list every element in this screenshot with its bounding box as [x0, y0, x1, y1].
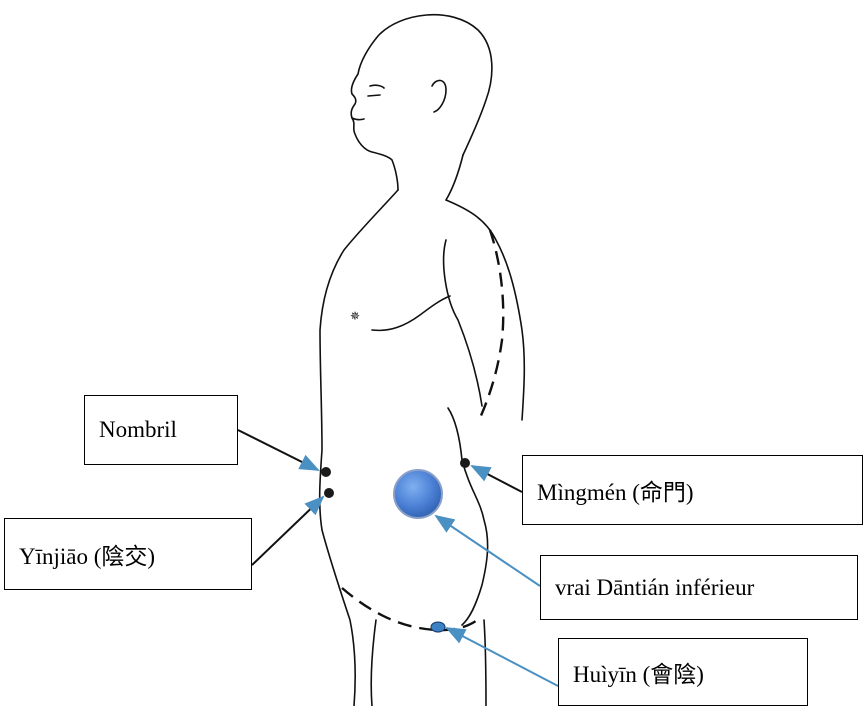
mingmen-label: Mìngmén (命門) [522, 455, 863, 525]
dantian-text: vrai Dāntián inférieur [555, 575, 754, 601]
spine-dashed-line [480, 230, 503, 418]
nombril-point[interactable] [321, 467, 331, 477]
huiyin-text: Huìyīn (會陰) [573, 655, 704, 689]
mingmen-leader [472, 466, 522, 492]
yinjiao-label: Yīnjiāo (陰交) [4, 518, 252, 590]
body-outline [320, 15, 525, 706]
leader-lines [238, 430, 558, 686]
dantian-label: vrai Dāntián inférieur [540, 555, 858, 620]
mingmen-text: Mìngmén (命門) [537, 473, 694, 507]
nombril-label: Nombril [84, 395, 238, 465]
perineum-dashed-line [342, 588, 480, 630]
leg-back [484, 620, 486, 706]
dantian-leader [436, 516, 540, 586]
mouth-outline [352, 118, 364, 120]
eye-outline [368, 85, 384, 96]
mingmen-point[interactable] [460, 458, 470, 468]
nipple-mark: ✵ [350, 309, 360, 323]
yinjiao-point[interactable] [324, 488, 334, 498]
arm-front [446, 200, 524, 420]
chest-line [372, 296, 450, 330]
huiyin-leader [447, 628, 558, 686]
dantian-sphere[interactable] [394, 470, 442, 518]
huiyin-point[interactable] [431, 622, 445, 632]
arm-inner [444, 240, 482, 406]
yinjiao-leader [252, 497, 323, 565]
huiyin-label: Huìyīn (會陰) [558, 638, 808, 706]
nombril-text: Nombril [99, 417, 177, 443]
back-outline [448, 408, 488, 625]
yinjiao-text: Yīnjiāo (陰交) [19, 537, 155, 571]
head-outline [351, 15, 492, 190]
front-torso [320, 190, 398, 706]
neck-back [446, 155, 463, 200]
nombril-leader [238, 430, 318, 470]
leg-front [371, 620, 376, 706]
ear-outline [432, 80, 446, 112]
